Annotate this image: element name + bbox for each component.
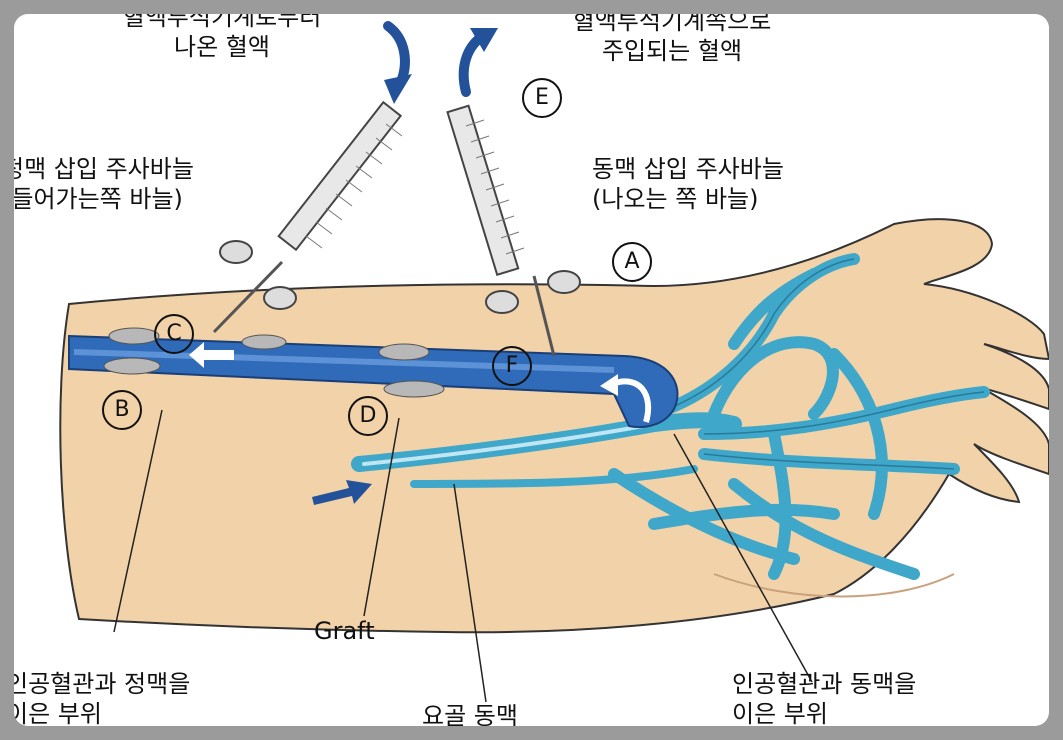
label-graft-vein-site-line1: 인공혈관과 정맥을 [14, 670, 191, 698]
venous-needle [212, 100, 403, 334]
label-graft: Graft [314, 617, 375, 645]
graft-patches [103, 327, 445, 398]
label-blood-from-machine-line1: 혈액투석기계로부터 [122, 14, 322, 31]
marker-e: E [522, 78, 562, 118]
flow-arrow-curve-head [600, 374, 618, 396]
label-blood-from-machine: 혈액투석기계로부터 나온 혈액 [92, 14, 352, 62]
label-venous-needle-line2: (들어가는쪽 바늘) [14, 185, 183, 213]
radial-artery-lower [410, 465, 698, 488]
label-arterial-needle-line1: 동맥 삽입 주사바늘 [592, 155, 784, 183]
marker-c: C [154, 314, 194, 354]
label-graft-vein-site: 인공혈관과 정맥을 이은 부위 [14, 669, 190, 726]
label-arterial-needle: 동맥 삽입 주사바늘 (나오는 쪽 바늘) [592, 154, 784, 214]
hemodialysis-illustration [59, 21, 1049, 703]
marker-d: D [348, 396, 388, 436]
flow-arrow-curve [610, 378, 652, 423]
arrow-from-machine [383, 21, 410, 89]
marker-f: F [492, 346, 532, 386]
label-graft-vein-site-line2: 이은 부위 [14, 700, 102, 726]
label-blood-to-machine-line1: 혈액투석기계쪽으로 [572, 14, 772, 35]
arrow-to-machine-head [470, 28, 498, 52]
arrow-to-machine [458, 33, 485, 97]
diagram-panel: 혈액투석기계로부터 나온 혈액 혈액투석기계쪽으로 주입되는 혈액 정맥 삽입 … [14, 14, 1049, 726]
flow-arrow-left [189, 342, 234, 368]
label-graft-artery-site-line1: 인공혈관과 동맥을 [732, 670, 917, 698]
hand-shading [713, 573, 955, 598]
label-graft-artery-site: 인공혈관과 동맥을 이은 부위 [732, 669, 916, 726]
artery-inflow-arrow [312, 480, 372, 505]
hand-arteries-outline [653, 258, 985, 470]
label-blood-to-machine-line2: 주입되는 혈액 [601, 37, 743, 65]
leader-lines [113, 409, 813, 703]
label-venous-needle: 정맥 삽입 주사바늘 (들어가는쪽 바늘) [14, 154, 194, 214]
label-graft-artery-site-line2: 이은 부위 [732, 700, 828, 726]
marker-a: A [612, 242, 652, 282]
marker-b: B [102, 390, 142, 430]
label-radial-artery: 요골 동맥 [422, 702, 518, 726]
arrow-from-machine-head [384, 74, 412, 104]
label-arterial-needle-line2: (나오는 쪽 바늘) [592, 185, 759, 213]
arterial-needle [446, 104, 581, 357]
label-venous-needle-line1: 정맥 삽입 주사바늘 [14, 155, 194, 183]
label-blood-from-machine-line2: 나온 혈액 [174, 33, 270, 61]
radial-artery-highlight [362, 422, 656, 466]
label-blood-to-machine: 혈액투석기계쪽으로 주입되는 혈액 [542, 14, 802, 66]
